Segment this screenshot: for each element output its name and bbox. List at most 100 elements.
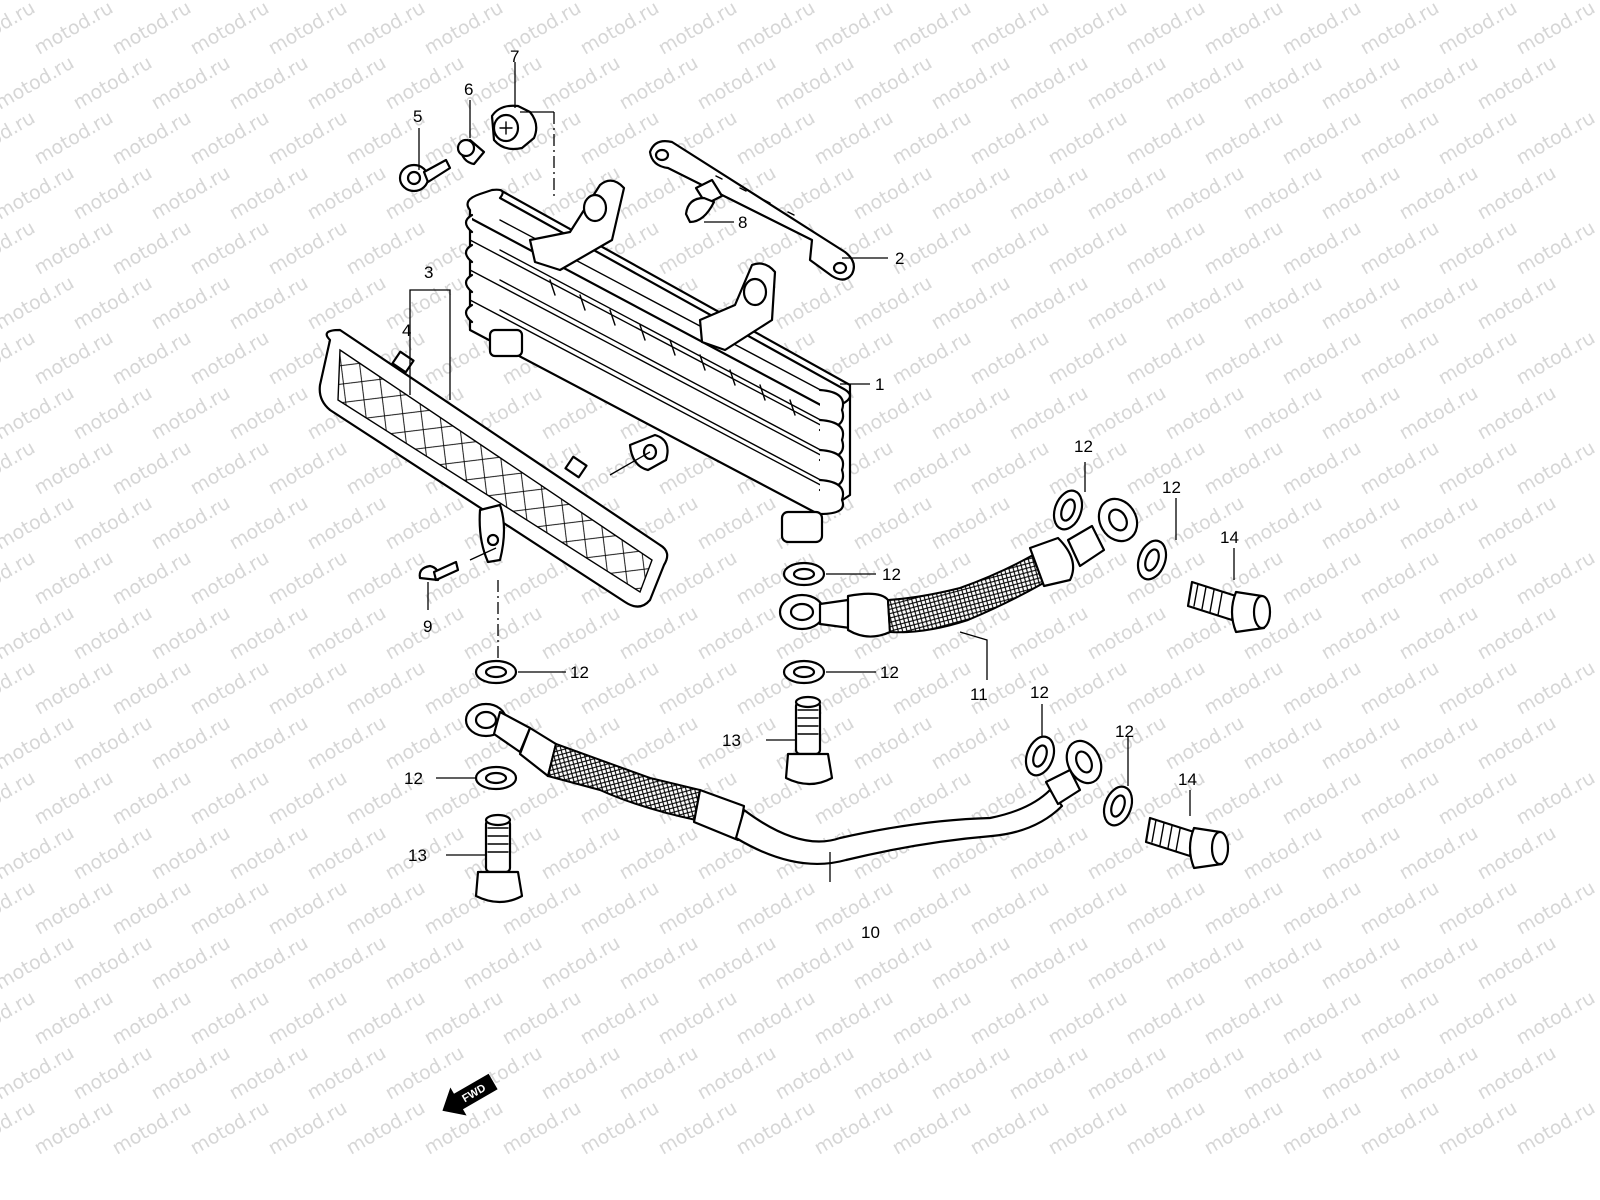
watermark-text: motod.ru [0, 932, 78, 995]
watermark-text: motod.ru [1396, 162, 1482, 225]
watermark-text: motod.ru [811, 107, 897, 170]
collar-6 [456, 138, 486, 166]
watermark-text: motod.ru [967, 1097, 1053, 1160]
watermark-text: motod.ru [0, 1042, 78, 1105]
watermark-text: motod.ru [226, 272, 312, 335]
watermark-text: motod.ru [655, 217, 741, 280]
watermark-text: motod.ru [889, 877, 975, 940]
watermark-text: motod.ru [1123, 327, 1209, 390]
watermark-text: motod.ru [1201, 657, 1287, 720]
watermark-text: motod.ru [148, 492, 234, 555]
callout-8: 8 [738, 213, 747, 232]
callout-12-f: 12 [404, 769, 423, 788]
watermark-text: motod.ru [343, 987, 429, 1050]
watermark-text: motod.ru [265, 437, 351, 500]
watermark-text: motod.ru [304, 822, 390, 885]
watermark-text: motod.ru [0, 1097, 39, 1160]
callout-14-a: 14 [1220, 528, 1239, 547]
watermark-text: motod.ru [1357, 327, 1443, 390]
watermark-text: motod.ru [850, 162, 936, 225]
watermark-text: motod.ru [1084, 272, 1170, 335]
cooler-screen [318, 328, 669, 608]
watermark-text: motod.ru [1357, 877, 1443, 940]
watermark-text: motod.ru [70, 162, 156, 225]
watermark-text: motod.ru [1006, 162, 1092, 225]
watermark-text: motod.ru [1513, 217, 1599, 280]
watermark-text: motod.ru [31, 107, 117, 170]
watermark-text: motod.ru [1435, 0, 1521, 59]
watermark-text: motod.ru [1279, 767, 1365, 830]
watermark-text: motod.ru [1162, 162, 1248, 225]
watermark-text: motod.ru [811, 877, 897, 940]
watermark-text: motod.ru [1318, 492, 1404, 555]
watermark-text: motod.ru [694, 52, 780, 115]
watermark-text: motod.ru [967, 217, 1053, 280]
watermark-text: motod.ru [850, 382, 936, 445]
watermark-text: motod.ru [304, 52, 390, 115]
watermark-text: motod.ru [187, 437, 273, 500]
watermark-text: motod.ru [1123, 657, 1209, 720]
watermark-text: motod.ru [109, 217, 195, 280]
watermark-text: motod.ru [772, 272, 858, 335]
watermark-text: motod.ru [304, 0, 390, 4]
watermark-text: motod.ru [226, 712, 312, 775]
watermark-text: motod.ru [1435, 107, 1521, 170]
watermark-text: motod.ru [655, 1097, 741, 1160]
watermark-text: motod.ru [772, 52, 858, 115]
watermark-text: motod.ru [382, 932, 468, 995]
watermark-text: motod.ru [0, 712, 78, 775]
watermark-text: motod.ru [538, 602, 624, 665]
watermark-text: motod.ru [889, 1097, 975, 1160]
watermark-text: motod.ru [382, 492, 468, 555]
watermark-text: motod.ru [1162, 52, 1248, 115]
watermark-text: motod.ru [460, 602, 546, 665]
watermark-text: motod.ru [265, 217, 351, 280]
watermark-text: motod.ru [694, 0, 780, 4]
callout-2: 2 [895, 249, 904, 268]
watermark-text: motod.ru [265, 0, 351, 59]
watermark-text: motod.ru [928, 492, 1014, 555]
watermark-text: motod.ru [31, 987, 117, 1050]
watermark-text: motod.ru [1201, 987, 1287, 1050]
watermark-text: motod.ru [1318, 1042, 1404, 1105]
watermark-text: motod.ru [1123, 1097, 1209, 1160]
watermark-text: motod.ru [0, 602, 78, 665]
watermark-text: motod.ru [1318, 52, 1404, 115]
watermark-text: motod.ru [1240, 382, 1326, 445]
callout-13-b: 13 [408, 846, 427, 865]
watermark-text: motod.ru [889, 657, 975, 720]
watermark-text: motod.ru [889, 217, 975, 280]
watermark-text: motod.ru [889, 327, 975, 390]
watermark-text: motod.ru [1357, 437, 1443, 500]
watermark-text: motod.ru [655, 987, 741, 1050]
watermark-text: motod.ru [1396, 382, 1482, 445]
watermark-text: motod.ru [70, 822, 156, 885]
watermark-text: motod.ru [1435, 327, 1521, 390]
watermark-text: motod.ru [1240, 932, 1326, 995]
watermark-text: motod.ru [0, 877, 39, 940]
watermark-text: motod.ru [1318, 382, 1404, 445]
callout-5: 5 [413, 107, 422, 126]
watermark-text: motod.ru [187, 0, 273, 59]
watermark-text: motod.ru [343, 547, 429, 610]
watermark-text: motod.ru [928, 1042, 1014, 1105]
watermark-text: motod.ru [187, 657, 273, 720]
watermark-text: motod.ru [1279, 217, 1365, 280]
watermark-text: motod.ru [148, 162, 234, 225]
screw-9 [418, 560, 460, 582]
watermark-text: motod.ru [1279, 437, 1365, 500]
watermark-text: motod.ru [70, 602, 156, 665]
watermark-text: motod.ru [1006, 272, 1092, 335]
watermark-text: motod.ru [1045, 107, 1131, 170]
watermark-text: motod.ru [187, 107, 273, 170]
watermark-text: motod.ru [850, 492, 936, 555]
watermark-text: motod.ru [1045, 217, 1131, 280]
watermark-text: motod.ru [1435, 217, 1521, 280]
watermark-text: motod.ru [1318, 932, 1404, 995]
watermark-text: motod.ru [889, 437, 975, 500]
watermark-text: motod.ru [694, 602, 780, 665]
watermark-text: motod.ru [1201, 877, 1287, 940]
watermark-text: motod.ru [616, 822, 702, 885]
watermark-text: motod.ru [1240, 162, 1326, 225]
callout-12-b: 12 [1162, 478, 1181, 497]
